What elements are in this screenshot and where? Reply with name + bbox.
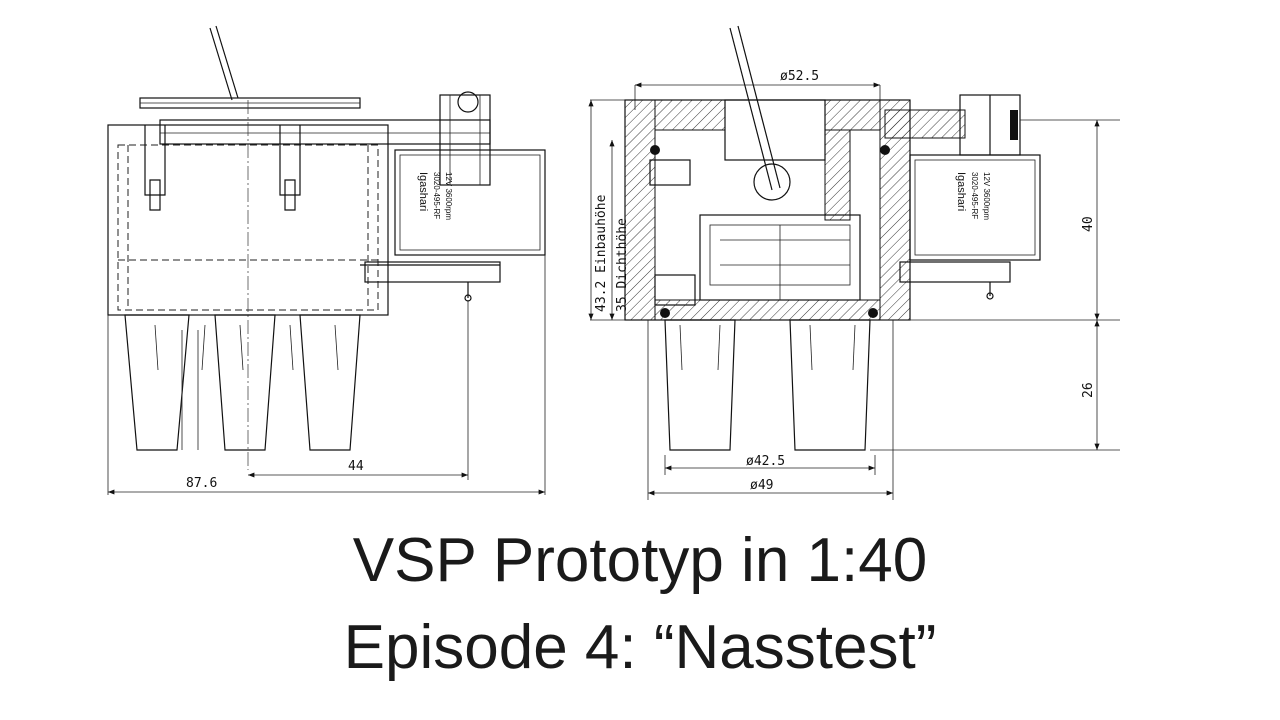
pulley [457, 91, 479, 113]
seal-bottom-right [868, 308, 878, 318]
slide-title: VSP Prototyp in 1:40 [352, 526, 928, 595]
blades-left [124, 314, 361, 451]
motor-label-brand-right: Igashari [955, 172, 967, 211]
motor-label-rating-right: 12V 3600rpm [982, 172, 991, 220]
dim-top-diameter: ø52.5 [780, 69, 819, 84]
motor-label-rating-left: 12V 3600rpm [444, 172, 453, 220]
gear [884, 109, 966, 139]
motor-right [909, 154, 1041, 261]
motor-label-model-left: 3020-495-RF [432, 172, 441, 219]
dim-inner-diameter: ø42.5 [746, 454, 785, 469]
dim-motor-height: 40 [1081, 216, 1096, 232]
seal-top-left [650, 145, 660, 155]
motor-label-model-right: 3020-495-RF [970, 172, 979, 219]
motor-left [394, 149, 546, 256]
dim-half-width: 44 [348, 459, 364, 474]
section-housing [624, 99, 911, 321]
ball-joint [753, 163, 791, 201]
dim-blade-height: 26 [1081, 382, 1096, 398]
dim-outer-diameter: ø49 [750, 478, 773, 493]
blades-right [664, 319, 871, 451]
dim-installation-height: 43.2 Einbauhöhe [594, 194, 609, 312]
seal-bottom-left [660, 308, 670, 318]
slide-subtitle: Episode 4: “Nasstest” [343, 613, 937, 682]
control-rod [209, 27, 233, 101]
left-side-view: Igashari 3020-495-RF 12V 3600rpm [107, 25, 546, 495]
technical-drawing: Igashari 3020-495-RF 12V 3600rpm [107, 25, 1120, 500]
seal-top-right [880, 145, 890, 155]
bracket-left [144, 125, 166, 211]
dim-seal-height: 35 Dichthöhe [615, 218, 630, 312]
motor-label-brand-left: Igashari [417, 172, 429, 211]
dim-total-width: 87.6 [186, 476, 217, 491]
bracket-right [279, 125, 301, 211]
right-section-view: ø52.5 [588, 25, 1120, 500]
